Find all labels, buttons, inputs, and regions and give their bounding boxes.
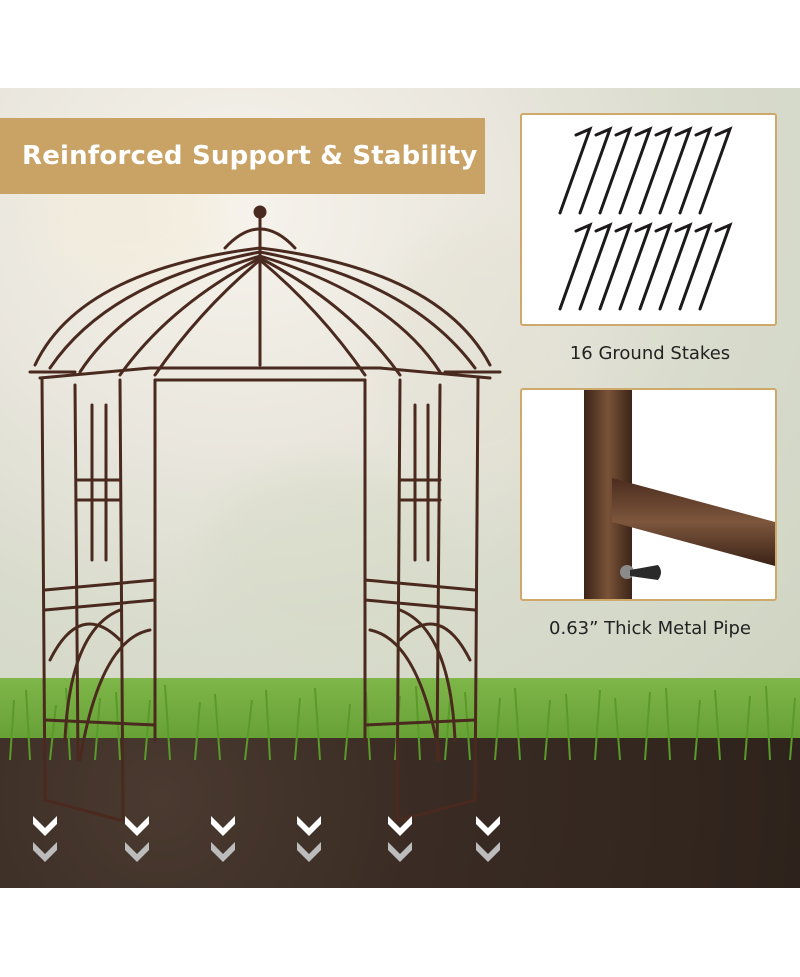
feature-panel-pipe [520, 388, 777, 601]
headline-banner: Reinforced Support & Stability [0, 118, 485, 194]
pipe-caption: 0.63” Thick Metal Pipe [549, 618, 751, 639]
ground-stakes-image [558, 126, 733, 311]
chevron-down-icon [33, 816, 57, 862]
feature-panel-stakes [520, 113, 777, 326]
metal-pipe-image [584, 390, 775, 599]
headline-text: Reinforced Support & Stability [22, 141, 478, 171]
chevron-down-icon [297, 816, 321, 862]
chevron-down-icon [125, 816, 149, 862]
soil-ground [0, 738, 800, 888]
chevron-down-icon [476, 816, 500, 862]
chevron-down-icon [211, 816, 235, 862]
chevron-down-icon [388, 816, 412, 862]
stakes-caption: 16 Ground Stakes [569, 343, 731, 364]
gazebo-frame-image [28, 205, 502, 822]
grass-blades [9, 684, 796, 760]
